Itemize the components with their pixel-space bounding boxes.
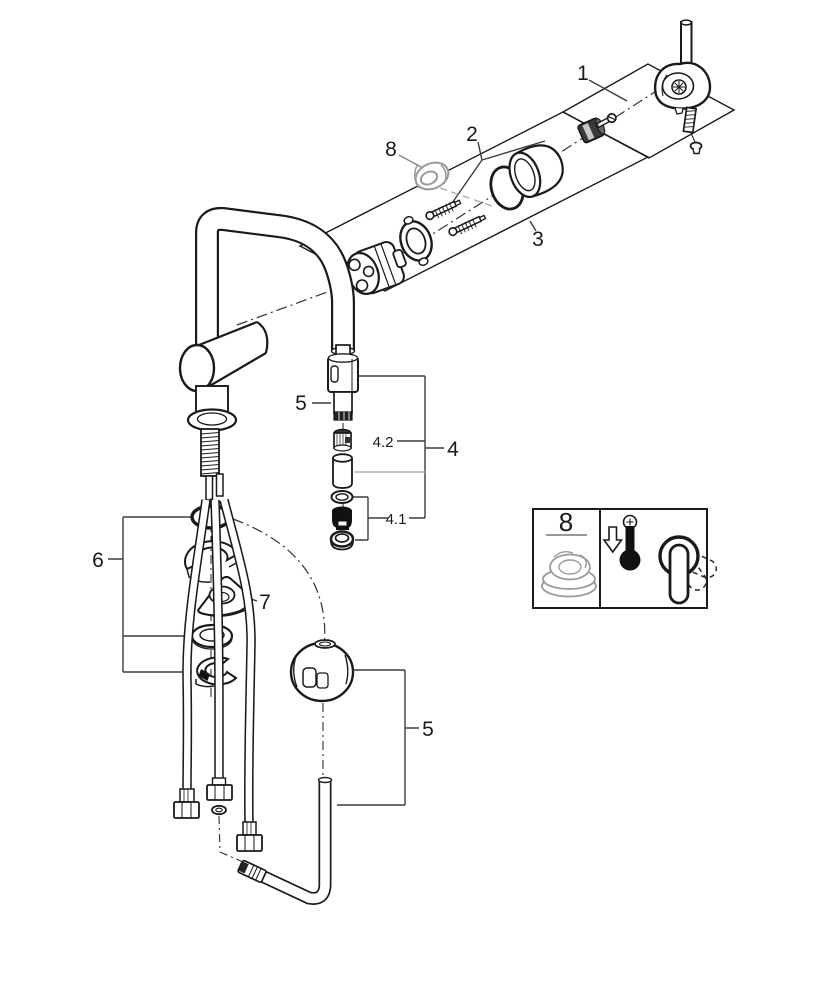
screw-cover-cap — [689, 141, 703, 155]
grub-screw — [682, 106, 698, 143]
bracket-4 — [354, 375, 444, 519]
callout-5-lower: 5 — [422, 718, 434, 741]
mousseur-sleeve — [332, 453, 353, 489]
mousseur-ring — [329, 530, 355, 551]
callout-line-1 — [588, 79, 628, 102]
shank-pipes — [205, 473, 224, 501]
callout-4-2: 4.2 — [373, 434, 394, 451]
temperature-limiter-part-icon — [541, 550, 597, 598]
mousseur-nut-4-2 — [333, 428, 352, 452]
lever-solid-position — [668, 543, 690, 605]
cartridge — [346, 241, 407, 295]
hose-right-nut — [236, 821, 263, 852]
hose-washer — [211, 804, 227, 816]
callout-4: 4 — [447, 438, 459, 461]
connector-clip-window — [330, 365, 339, 383]
callout-line-3 — [529, 220, 537, 232]
reference-lines — [236, 63, 736, 326]
dome-cap — [508, 144, 564, 199]
axis-curve-to-spray-head — [232, 518, 326, 649]
fixing-screw-a — [425, 199, 462, 221]
mousseur-washer — [330, 490, 354, 504]
base-escutcheon — [186, 408, 238, 432]
callout-3: 3 — [532, 228, 544, 251]
thermometer-decrease-icon — [619, 514, 641, 571]
connector-seal-band — [333, 411, 353, 421]
spray-head-ball — [289, 639, 355, 703]
bracket-2 — [449, 140, 546, 207]
mounting-c-clip — [195, 656, 238, 688]
callout-7: 7 — [259, 591, 271, 614]
callout-6: 6 — [92, 549, 104, 572]
ghost-dash-8 — [439, 187, 493, 207]
bracket-4-1 — [352, 496, 388, 541]
pull-out-hose — [237, 776, 333, 905]
callout-4-1: 4.1 — [386, 511, 407, 528]
cartridge-flange-ring — [399, 215, 433, 267]
faucet-body — [178, 320, 269, 415]
hose-male-connector — [237, 859, 267, 883]
mounting-washer — [190, 623, 234, 650]
spray-head-clip-window — [302, 667, 317, 688]
lever-handle — [653, 19, 712, 115]
callout-5-upper: 5 — [295, 392, 307, 415]
hose-left-nut — [173, 788, 200, 819]
body-end-face — [178, 343, 216, 393]
threaded-shank — [200, 428, 220, 477]
lever-rotation-range-icon — [658, 535, 718, 605]
axis-line-washer-to-connector — [218, 815, 244, 863]
spray-hose-connector — [327, 344, 359, 421]
bracket-6 — [108, 516, 192, 673]
callout-1: 1 — [577, 62, 589, 85]
lever-screw — [595, 113, 617, 129]
temperature-limiter-ghost — [413, 161, 450, 191]
supply-hoses — [173, 498, 263, 863]
callout-2: 2 — [466, 123, 478, 146]
hose-middle-nut — [206, 777, 233, 801]
check-valve — [332, 506, 352, 530]
info-box — [532, 508, 718, 609]
down-arrow-icon — [602, 526, 624, 554]
info-box-label: 8 — [559, 507, 573, 537]
fixing-screw-b — [448, 214, 487, 237]
callout-8: 8 — [385, 138, 397, 161]
bracket-5-lower — [337, 669, 419, 806]
lever-pin — [680, 19, 693, 69]
